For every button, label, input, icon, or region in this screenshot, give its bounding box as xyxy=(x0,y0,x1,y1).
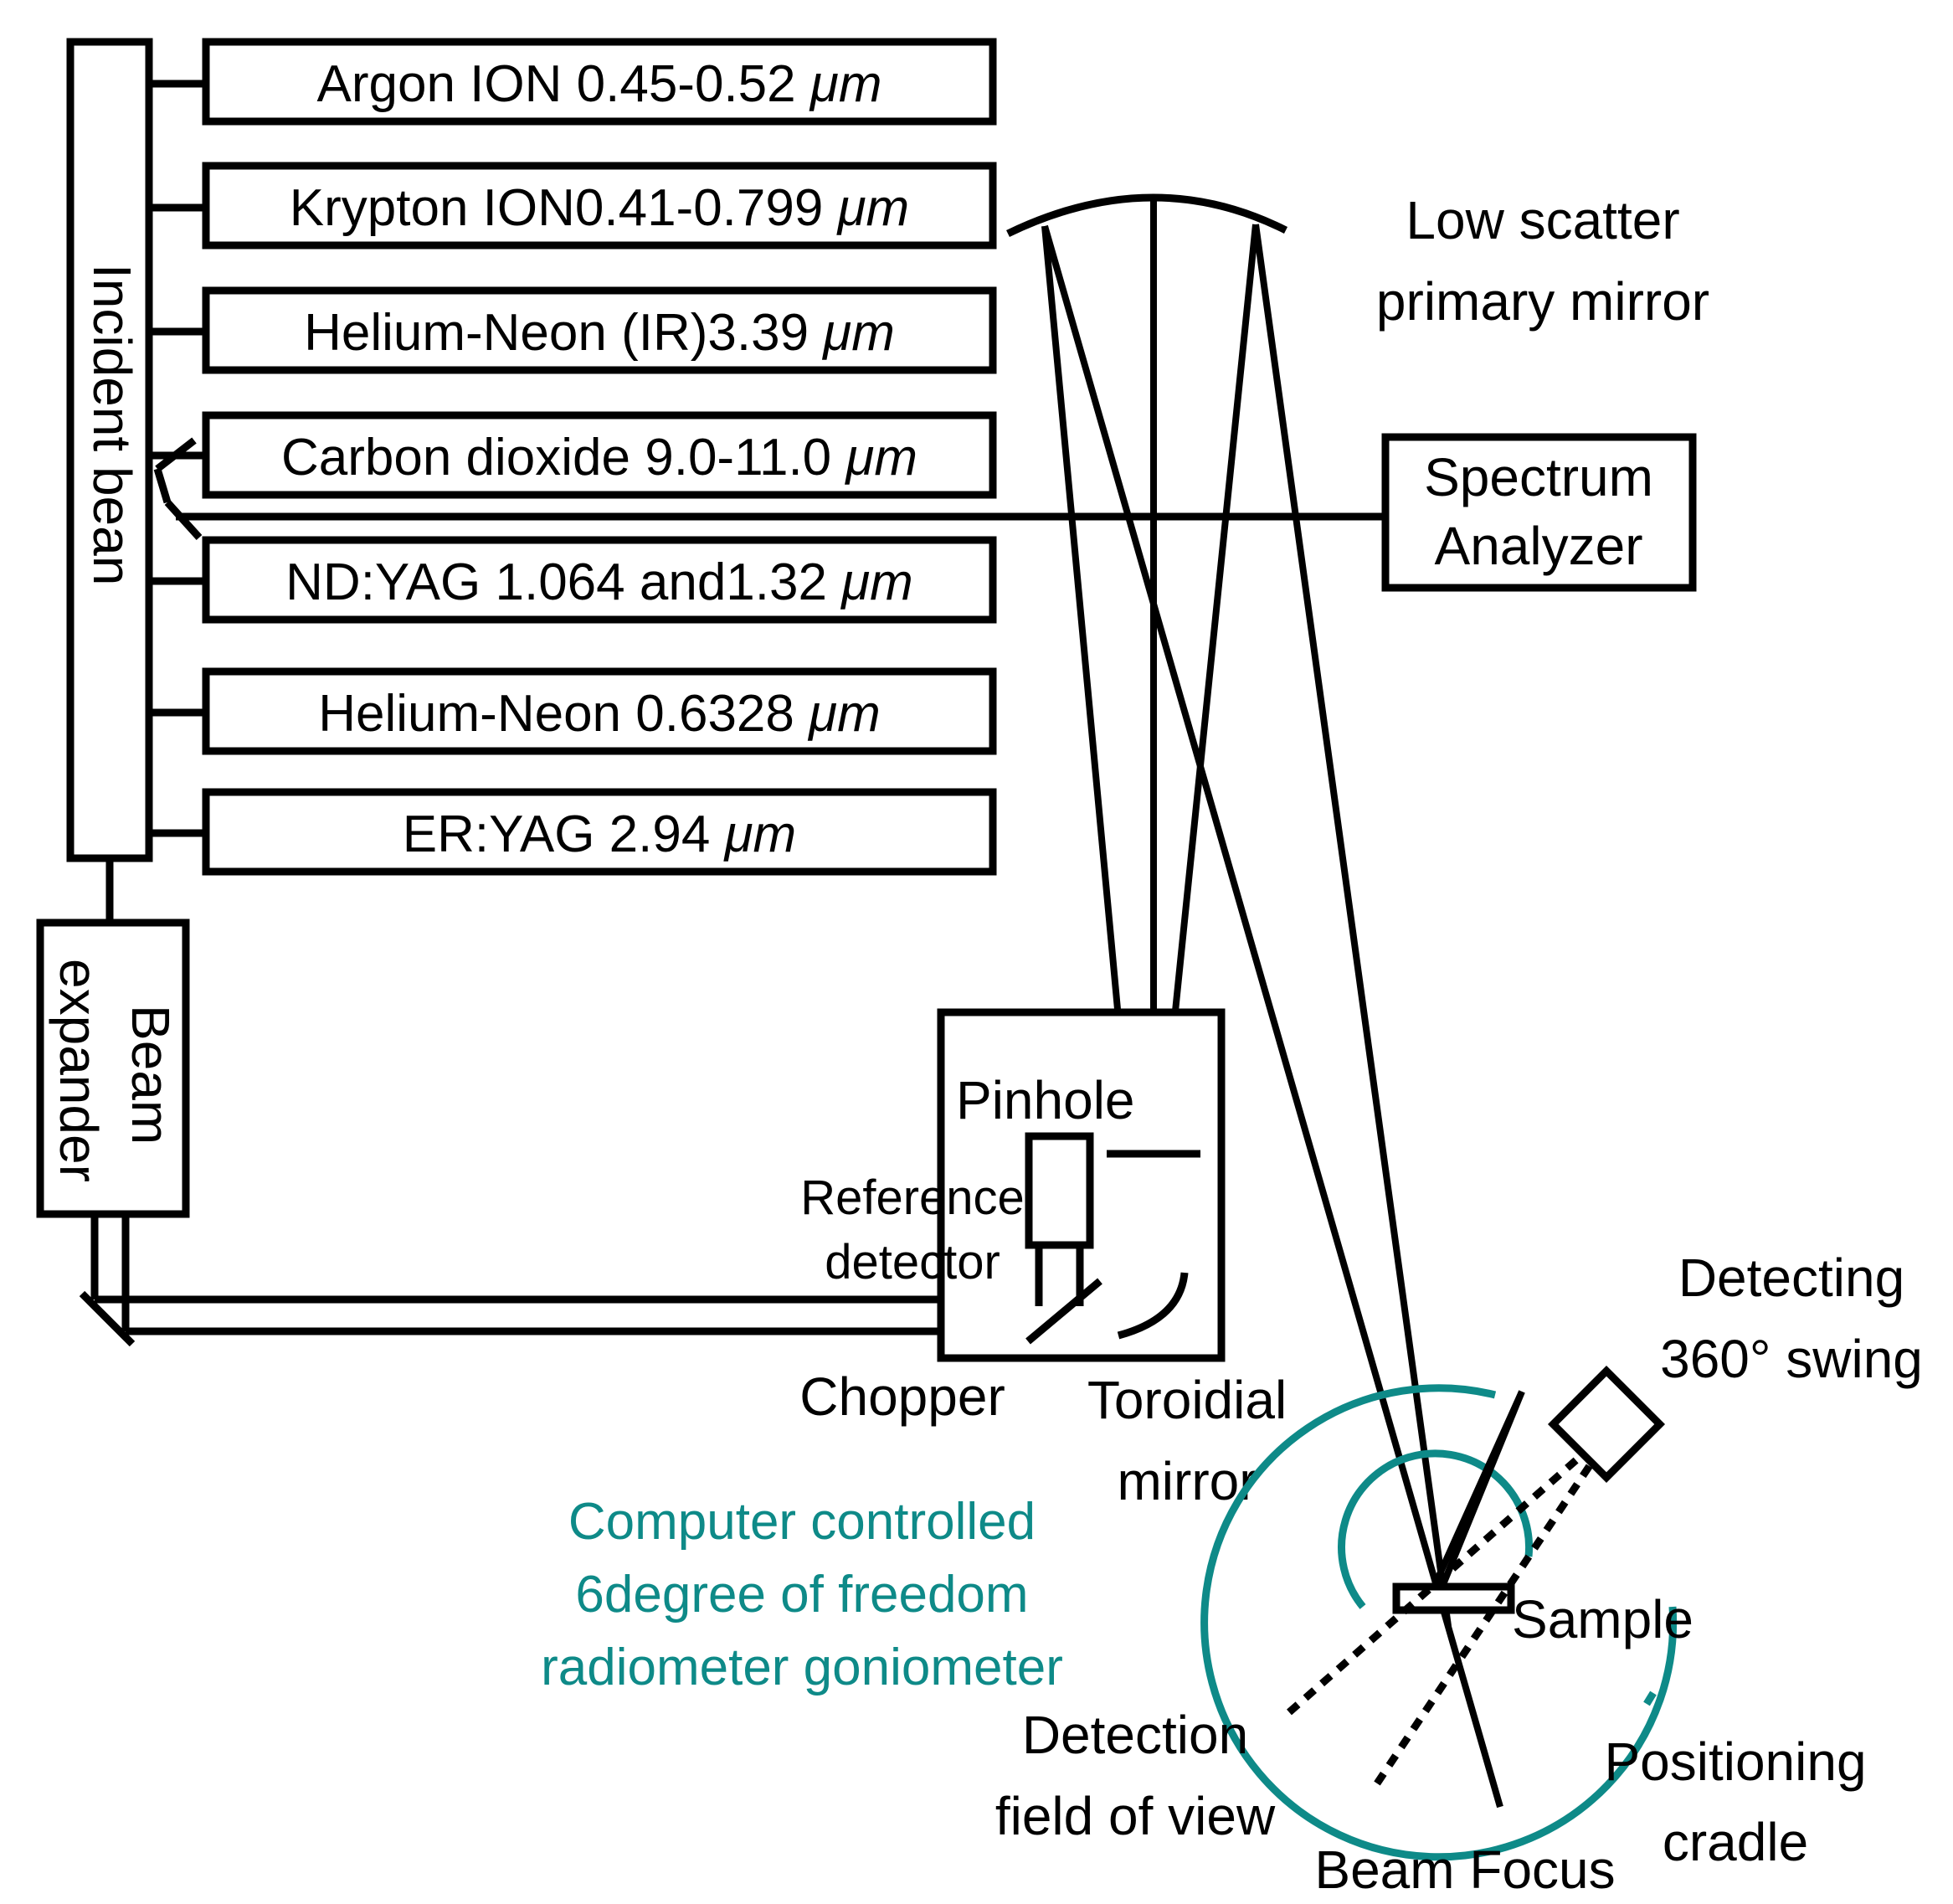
goniometer-outer-arc xyxy=(1200,1384,1678,1861)
laser-nd-yag: ND:YAG 1.064 and1.32 μm xyxy=(202,536,997,624)
laser-helium-neon-ir: Helium-Neon (IR)3.39 μm xyxy=(202,286,997,374)
goniometer-inner-arc xyxy=(1338,1449,1534,1609)
beam-expander-label-1: Beam xyxy=(121,1005,181,1145)
laser-helium-neon-ir-label: Helium-Neon (IR)3.39 μm xyxy=(304,304,895,362)
sample xyxy=(1392,1582,1515,1614)
reference-detector-label-2: detector xyxy=(825,1235,1000,1289)
detecting-label-1: Detecting xyxy=(1678,1248,1904,1308)
chopper-label: Chopper xyxy=(799,1366,1005,1427)
beam-expander-label-2: expander xyxy=(49,959,109,1182)
primary-mirror-label-2: primary mirror xyxy=(1376,271,1709,332)
laser-argon: Argon ION 0.45-0.52 μm xyxy=(202,38,997,126)
goniometer-tick xyxy=(1643,1690,1657,1706)
primary-mirror xyxy=(1006,193,1288,238)
toroidal-mirror-label-1: Toroidial xyxy=(1087,1370,1287,1430)
laser-helium-neon: Helium-Neon 0.6328 μm xyxy=(202,667,997,755)
sample-label: Sample xyxy=(1512,1589,1693,1649)
goniometer-label-2: 6degree of freedom xyxy=(575,1566,1028,1624)
analyzer-beam-path xyxy=(153,437,1385,541)
toroidal-mirror xyxy=(1117,1272,1189,1340)
laser-carbon-dioxide-label: Carbon dioxide 9.0-11.0 μm xyxy=(281,429,917,486)
goniometer xyxy=(1200,1384,1678,1861)
laser-argon-label: Argon ION 0.45-0.52 μm xyxy=(317,55,882,113)
spectrum-analyzer: Spectrum Analyzer xyxy=(1381,433,1697,592)
detection-field-of-view xyxy=(1287,1437,1609,1786)
positioning-cradle-label-2: cradle xyxy=(1663,1812,1808,1872)
goniometer-label-3: radiometer goniometer xyxy=(541,1639,1063,1696)
laser-list: Argon ION 0.45-0.52 μm Krypton ION0.41-0… xyxy=(202,38,997,876)
laser-er-yag-label: ER:YAG 2.94 μm xyxy=(403,805,796,863)
laser-helium-neon-label: Helium-Neon 0.6328 μm xyxy=(318,685,881,743)
incident-beam-label: Incident bean xyxy=(82,264,142,585)
reference-detector-label-1: Reference xyxy=(800,1171,1025,1225)
detection-fov-label-1: Detection xyxy=(1022,1705,1248,1765)
spectrum-analyzer-label-1: Spectrum xyxy=(1424,447,1653,507)
laser-connectors xyxy=(149,80,206,837)
laser-nd-yag-label: ND:YAG 1.064 and1.32 μm xyxy=(285,553,913,611)
toroidal-mirror-label-2: mirror xyxy=(1117,1451,1257,1511)
chopper xyxy=(1025,1278,1102,1345)
laser-er-yag: ER:YAG 2.94 μm xyxy=(202,788,997,876)
beam-focus-label: Beam Focus xyxy=(1314,1840,1615,1900)
positioning-cradle-label-1: Positioning xyxy=(1604,1732,1866,1792)
laser-carbon-dioxide: Carbon dioxide 9.0-11.0 μm xyxy=(202,411,997,499)
detecting-label-2: 360° swing xyxy=(1660,1329,1923,1389)
laser-krypton-label: Krypton ION0.41-0.799 μm xyxy=(290,179,909,237)
pinhole-label: Pinhole xyxy=(956,1070,1135,1130)
spectrum-analyzer-label-2: Analyzer xyxy=(1435,516,1643,576)
detection-fov-label-2: field of view xyxy=(995,1786,1276,1846)
detector xyxy=(1547,1365,1666,1484)
laser-krypton: Krypton ION0.41-0.799 μm xyxy=(202,162,997,250)
beam-expander: Beam expander xyxy=(36,919,190,1218)
goniometer-label-1: Computer controlled xyxy=(568,1493,1036,1551)
primary-mirror-label-1: Low scatter xyxy=(1406,190,1679,250)
